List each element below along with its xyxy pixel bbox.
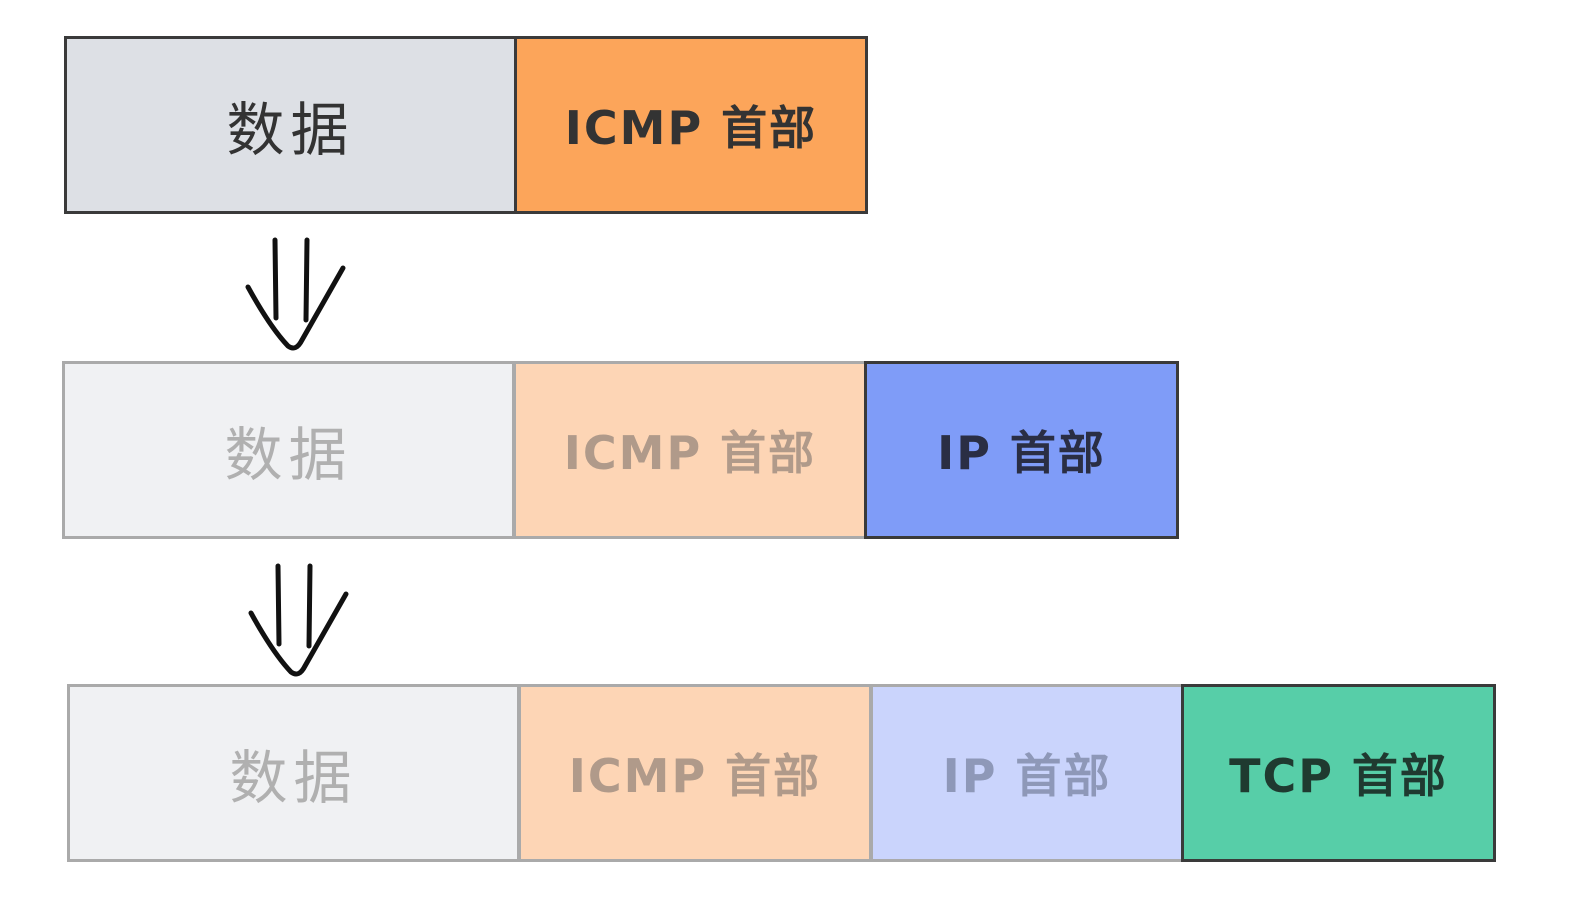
- arrow-shaft-right: [303, 237, 310, 323]
- row1-icmp-header-label: ICMP 首部: [564, 101, 818, 155]
- arrow-shaft-left: [275, 563, 282, 647]
- row1-data-block: 数据: [64, 36, 517, 214]
- double-down-arrow-icon: [248, 563, 349, 677]
- row3-tcp-header-label: TCP 首部: [1229, 749, 1448, 803]
- row1-icmp-header-block: ICMP 首部: [514, 36, 868, 214]
- row2-data-block: 数据: [62, 361, 515, 539]
- row3-icmp-header-label: ICMP 首部: [568, 749, 822, 803]
- row3-icmp-header-block: ICMP 首部: [518, 684, 872, 862]
- row2-icmp-header-block: ICMP 首部: [513, 361, 867, 539]
- row1-data-label: 数据: [226, 96, 355, 164]
- arrow-head: [248, 591, 349, 677]
- row3-tcp-header-block: TCP 首部: [1181, 684, 1496, 862]
- row2-icmp-header-label: ICMP 首部: [563, 426, 817, 480]
- row3-data-block: 数据: [67, 684, 520, 862]
- row3-data-label: 数据: [229, 744, 358, 812]
- arrow-shaft-left: [272, 237, 279, 321]
- row3-ip-header-label: IP 首部: [942, 749, 1112, 803]
- arrow-head: [245, 265, 346, 351]
- arrow-shaft-right: [306, 563, 313, 649]
- row2-data-label: 数据: [224, 421, 353, 489]
- row2-ip-header-block: IP 首部: [864, 361, 1179, 539]
- row2-ip-header-label: IP 首部: [937, 426, 1106, 480]
- double-down-arrow-icon: [245, 237, 346, 351]
- row3-ip-header-block: IP 首部: [870, 684, 1184, 862]
